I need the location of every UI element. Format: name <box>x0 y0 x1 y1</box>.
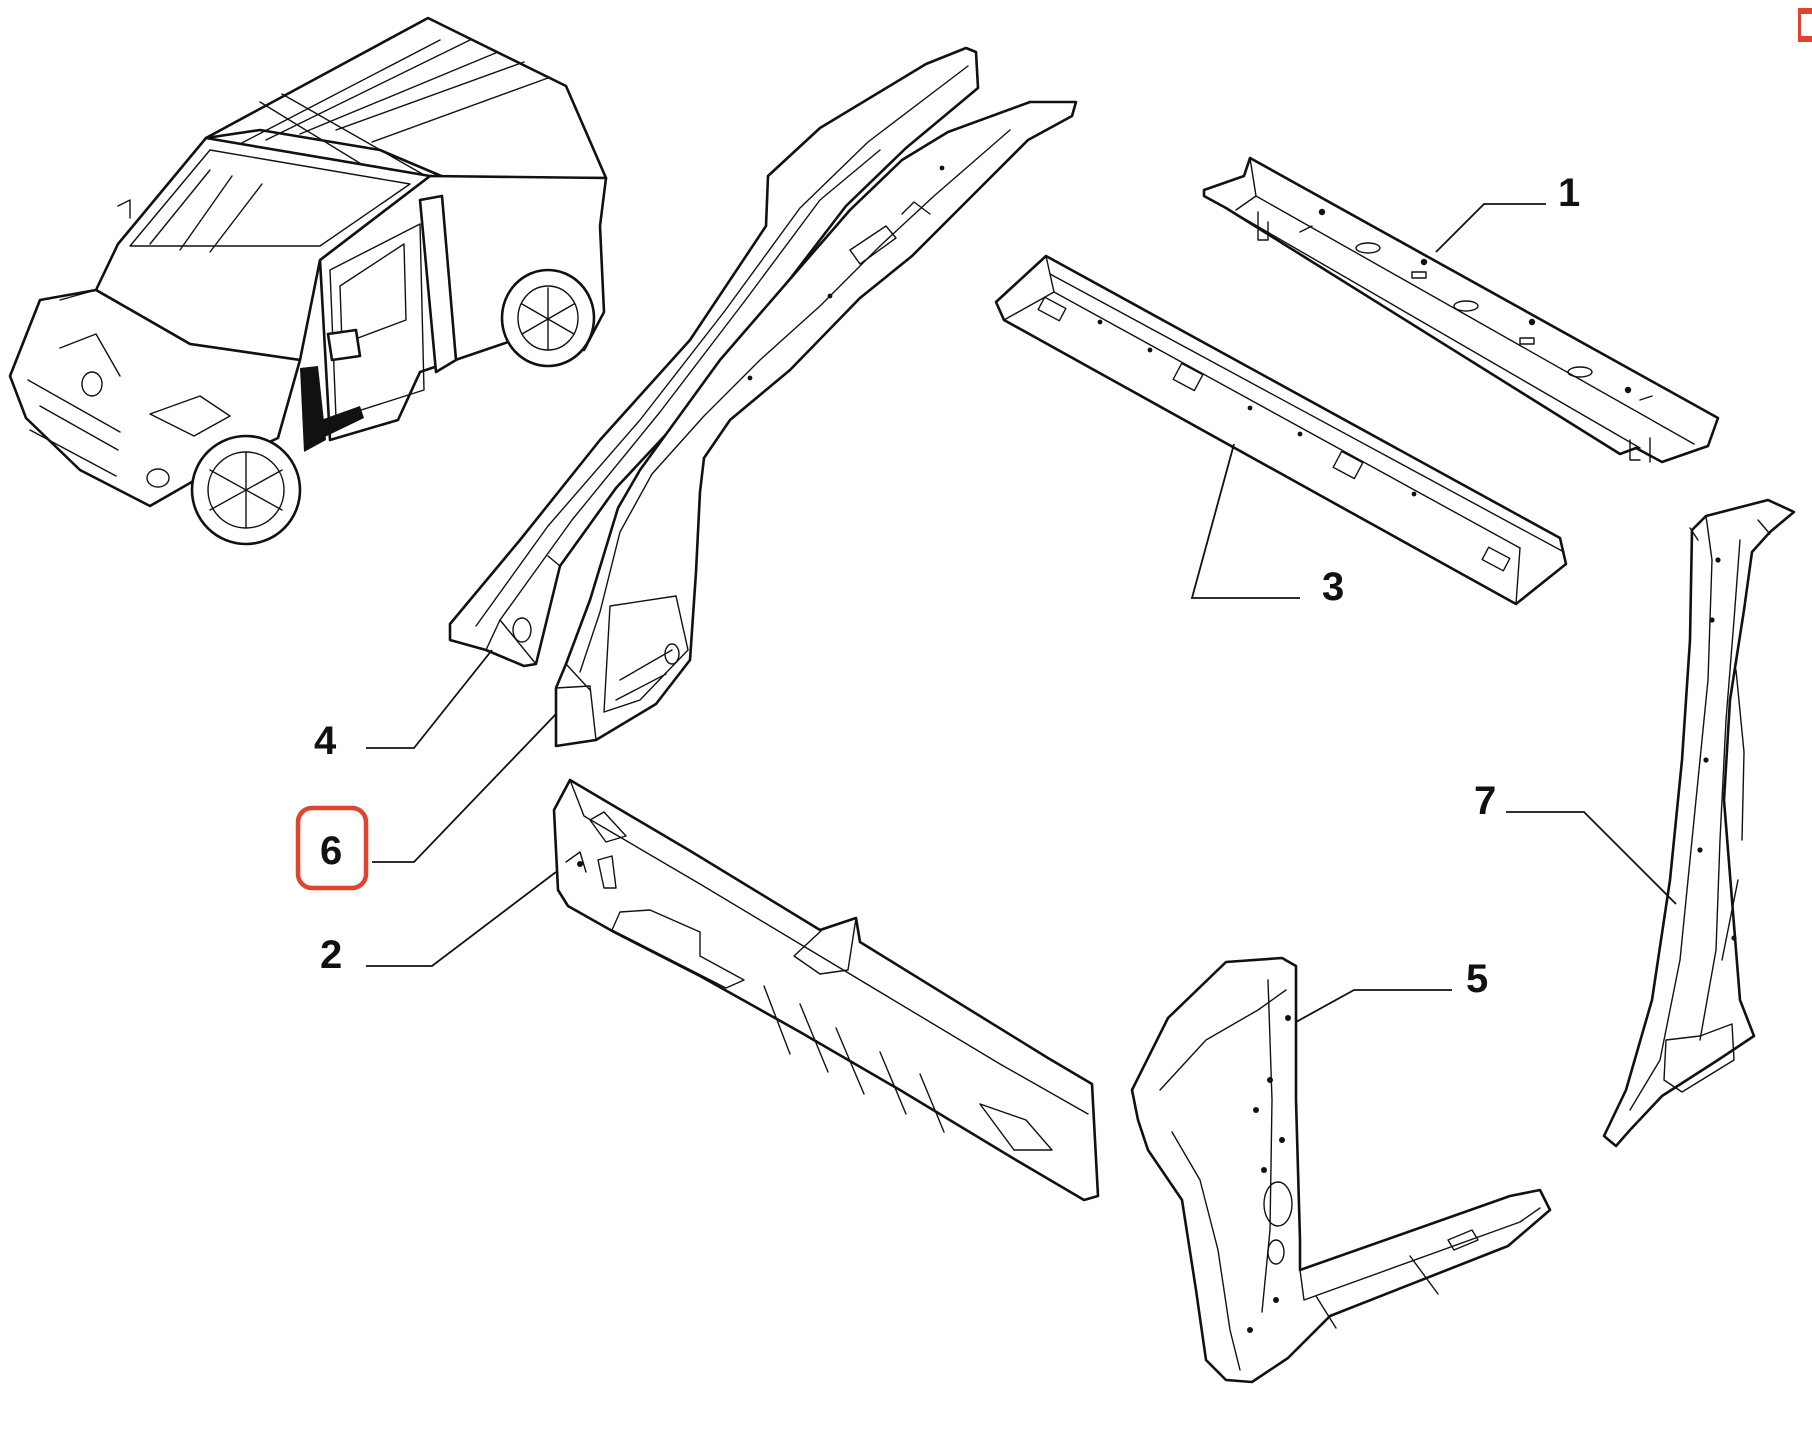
part-2-cowl-panel <box>552 778 1100 1202</box>
callout-5: 5 <box>1466 957 1488 1001</box>
leader-lines <box>366 203 1677 1023</box>
leader-7 <box>1506 811 1677 905</box>
leader-4 <box>366 649 493 749</box>
callout-6: 6 <box>320 829 342 873</box>
leader-6 <box>372 713 557 863</box>
part-6-inner-a-pillar <box>554 100 1078 748</box>
callout-4: 4 <box>314 719 337 763</box>
part-5-b-pillar-sill <box>1130 956 1552 1384</box>
part-7-pillar <box>1602 498 1796 1148</box>
part-3-crossmember <box>994 254 1568 606</box>
part-4-a-pillar-rail <box>448 46 980 668</box>
callout-6-highlight-box <box>295 805 369 891</box>
leader-3 <box>1190 443 1300 599</box>
leader-1 <box>1435 203 1546 253</box>
van-icon <box>8 16 608 546</box>
part-1-roof-crossmember <box>1202 156 1720 464</box>
leader-5 <box>1295 989 1452 1023</box>
callout-1: 1 <box>1558 171 1580 215</box>
leader-2 <box>366 871 557 967</box>
orange-corner-icon <box>1798 8 1812 42</box>
callout-7: 7 <box>1474 779 1496 823</box>
callout-2: 2 <box>320 933 342 977</box>
callout-3: 3 <box>1322 565 1344 609</box>
